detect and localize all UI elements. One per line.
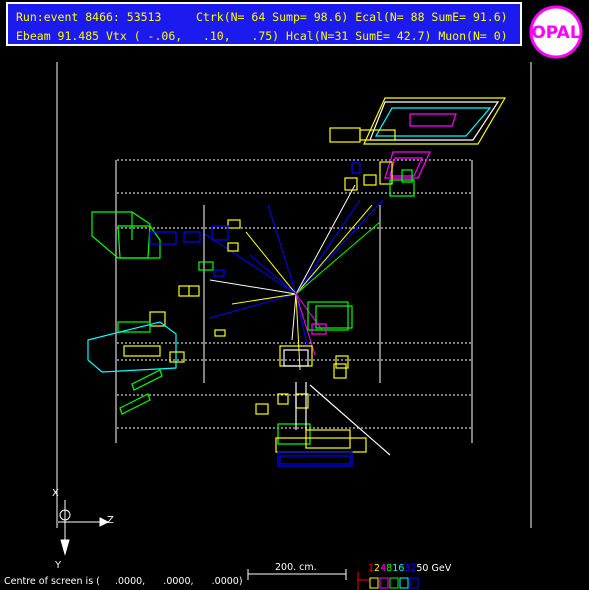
energy-value-50: 50 GeV	[416, 563, 452, 574]
calorimeter-boundaries	[117, 159, 472, 429]
central-cluster	[255, 301, 391, 467]
left-cluster	[87, 211, 241, 415]
run-event-line: Run:event 8466: 53513 Ctrk(N= 64 Sump= 9…	[16, 10, 508, 24]
opal-logo: OPAL	[529, 5, 583, 59]
energy-scale-ticks	[357, 572, 419, 590]
forward-cluster	[329, 97, 507, 197]
opal-logo-text: OPAL	[531, 23, 581, 43]
energy-value-32: 32	[404, 563, 417, 574]
scale-label: 200. cm.	[275, 562, 317, 573]
z-axis-label: Z	[107, 515, 114, 526]
event-info-header: Run:event 8466: 53513 Ctrk(N= 64 Sump= 9…	[6, 2, 522, 46]
beam-vertex-line: Ebeam 91.485 Vtx ( -.06, .10, .75) Hcal(…	[16, 29, 508, 43]
centre-of-screen-text: Centre of screen is ( .0000, .0000, .000…	[4, 576, 243, 587]
scale-bar	[247, 569, 347, 580]
detector-walls	[115, 160, 473, 443]
outer-frame	[56, 62, 532, 528]
x-axis-label: X	[52, 488, 59, 499]
energy-value-1: 1	[368, 563, 375, 574]
energy-value-2: 2	[374, 563, 381, 574]
y-axis-label: Y	[55, 560, 62, 571]
energy-value-16: 16	[392, 563, 405, 574]
energy-value-4: 4	[380, 563, 387, 574]
energy-scale-label: 1248163250 GeV	[368, 563, 451, 574]
axis-indicator	[58, 500, 110, 556]
charged-tracks	[204, 184, 384, 371]
energy-value-8: 8	[386, 563, 393, 574]
